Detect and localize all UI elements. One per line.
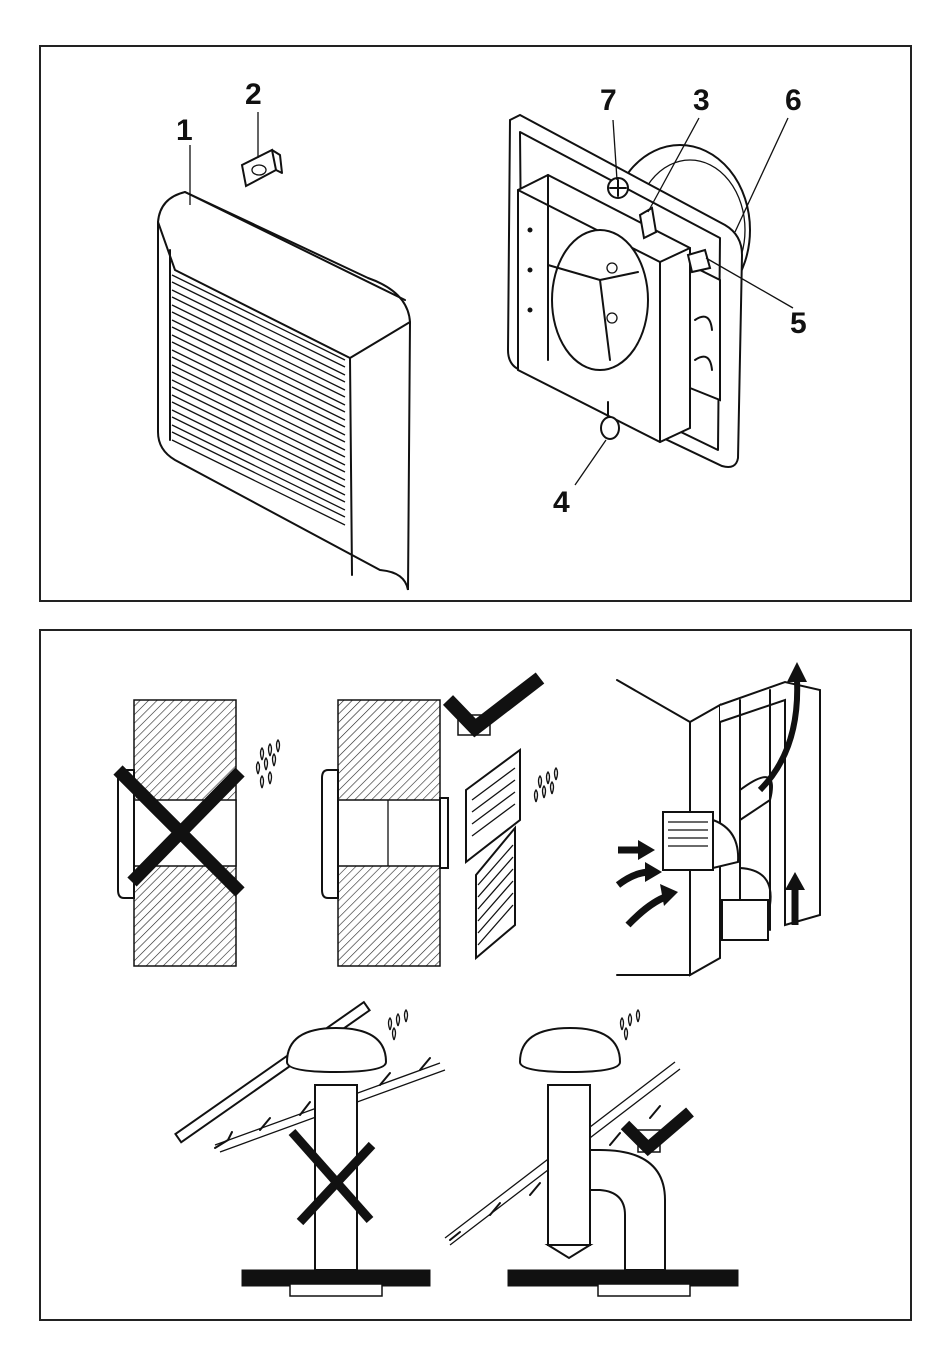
callout-3: 3: [693, 84, 710, 117]
callout-4: 4: [553, 486, 570, 519]
callout-6: 6: [785, 84, 802, 117]
callout-1: 1: [176, 114, 193, 147]
fan-housing: [508, 115, 750, 467]
front-grille: [158, 192, 410, 590]
callout-7: 7: [600, 84, 617, 117]
callout-2: 2: [245, 78, 262, 111]
installation-guidelines-panel: [39, 629, 912, 1321]
callout-5: 5: [790, 307, 807, 340]
screw-cover-clip: [242, 150, 282, 186]
